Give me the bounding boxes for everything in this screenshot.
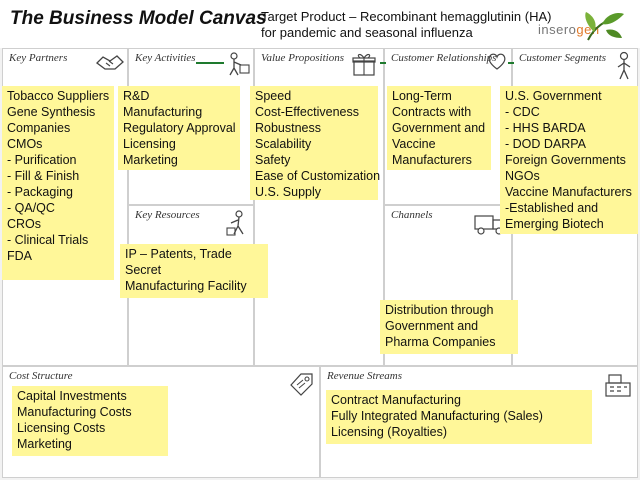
business-model-canvas: Key Partners Key Activities Key Resource… xyxy=(0,48,640,480)
connector-line xyxy=(196,62,224,64)
note-revenue-streams: Contract Manufacturing Fully Integrated … xyxy=(326,390,592,444)
note-line: - Clinical Trials xyxy=(7,233,89,247)
price-tag-icon xyxy=(290,373,313,396)
section-label-cost-structure: Cost Structure xyxy=(9,370,73,382)
page-title: The Business Model Canvas xyxy=(10,8,267,29)
note-line: Robustness xyxy=(255,121,322,135)
section-label-customer-segments: Customer Segments xyxy=(519,52,607,64)
note-line: - Fill & Finish xyxy=(7,169,80,183)
note-line: Contracts with xyxy=(392,105,472,119)
section-label-customer-relationships: Customer Relationships xyxy=(391,52,497,64)
note-line: CROs xyxy=(7,217,42,231)
note-line: Contract Manufacturing xyxy=(331,393,461,407)
note-cost-structure: Capital Investments Manufacturing Costs … xyxy=(12,386,168,456)
note-line: Manufacturing Facility xyxy=(125,279,247,293)
note-line: Regulatory Approval xyxy=(123,121,236,135)
note-line: IP – Patents, Trade xyxy=(125,247,232,261)
note-line: Government and xyxy=(385,319,479,333)
note-customer-segments: U.S. Government - CDC - HHS BARDA - DOD … xyxy=(500,86,638,234)
note-line: U.S. Supply xyxy=(255,185,322,199)
note-key-resources: IP – Patents, Trade Secret Manufacturing… xyxy=(120,244,268,298)
note-line: Manufacturing Costs xyxy=(17,405,132,419)
cash-register-icon xyxy=(605,374,631,397)
note-key-activities: R&D Manufacturing Regulatory Approval Li… xyxy=(118,86,240,170)
note-value-propositions: Speed Cost-Effectiveness Robustness Scal… xyxy=(250,86,381,200)
worker-icon xyxy=(226,210,244,236)
note-line: Ease of Customization xyxy=(255,169,381,183)
logo-text-a: insero xyxy=(538,22,577,37)
connector-line xyxy=(508,62,514,64)
note-line: Tobacco Suppliers xyxy=(7,89,110,103)
note-line: NGOs xyxy=(505,169,540,183)
subtitle-line-2: for pandemic and seasonal influenza xyxy=(261,25,473,40)
note-line: - Packaging xyxy=(7,185,74,199)
note-line: Fully Integrated Manufacturing (Sales) xyxy=(331,409,543,423)
note-line: Companies xyxy=(7,121,71,135)
note-line: FDA xyxy=(7,249,32,263)
note-line: Manufacturing xyxy=(123,105,203,119)
note-line: Licensing (Royalties) xyxy=(331,425,448,439)
note-line: Safety xyxy=(255,153,291,167)
note-line: Distribution through xyxy=(385,303,494,317)
note-line: Licensing xyxy=(123,137,176,151)
heart-icon xyxy=(488,53,506,70)
gift-icon xyxy=(352,54,376,76)
note-line: Vaccine xyxy=(392,137,436,151)
note-line: - CDC xyxy=(505,105,540,119)
note-line: Pharma Companies xyxy=(385,335,496,349)
note-line: - Purification xyxy=(7,153,77,167)
note-line: Gene Synthesis xyxy=(7,105,96,119)
note-line: - QA/QC xyxy=(7,201,55,215)
note-line: Licensing Costs xyxy=(17,421,106,435)
page-subtitle: Target Product – Recombinant hemagglutin… xyxy=(261,9,551,41)
note-line: Cost-Effectiveness xyxy=(255,105,359,119)
note-line: -Established and xyxy=(505,201,599,215)
note-line: Foreign Governments xyxy=(505,153,626,167)
person-icon xyxy=(617,51,631,80)
section-label-channels: Channels xyxy=(391,209,433,221)
note-line: Marketing xyxy=(123,153,178,167)
note-line: R&D xyxy=(123,89,150,103)
note-channels: Distribution through Government and Phar… xyxy=(380,300,518,354)
section-label-key-resources: Key Resources xyxy=(135,209,200,221)
note-line: Manufacturers xyxy=(392,153,472,167)
subtitle-line-1: Target Product – Recombinant hemagglutin… xyxy=(261,9,552,24)
note-line: Speed xyxy=(255,89,292,103)
section-label-value-propositions: Value Propositions xyxy=(261,52,345,64)
note-line: Long-Term xyxy=(392,89,452,103)
note-line: Secret xyxy=(125,263,162,277)
note-line: - DOD DARPA xyxy=(505,137,587,151)
note-line: Emerging Biotech xyxy=(505,217,604,231)
note-line: Capital Investments xyxy=(17,389,127,403)
section-label-key-partners: Key Partners xyxy=(9,52,68,64)
section-label-revenue-streams: Revenue Streams xyxy=(327,370,403,382)
note-line: U.S. Government xyxy=(505,89,602,103)
note-key-partners: Tobacco Suppliers Gene Synthesis Compani… xyxy=(2,86,114,280)
note-line: - HHS BARDA xyxy=(505,121,586,135)
note-line: Vaccine Manufacturers xyxy=(505,185,632,199)
section-label-key-activities: Key Activities xyxy=(135,52,196,64)
handshake-icon xyxy=(96,55,124,70)
note-line: CMOs xyxy=(7,137,43,151)
note-line: Scalability xyxy=(255,137,312,151)
note-line: Government and xyxy=(392,121,486,135)
note-line: Marketing xyxy=(17,437,72,451)
leaf-icon xyxy=(585,12,624,41)
connector-line xyxy=(380,62,386,64)
worker-icon xyxy=(229,52,250,76)
note-customer-relationships: Long-Term Contracts with Government and … xyxy=(387,86,491,170)
